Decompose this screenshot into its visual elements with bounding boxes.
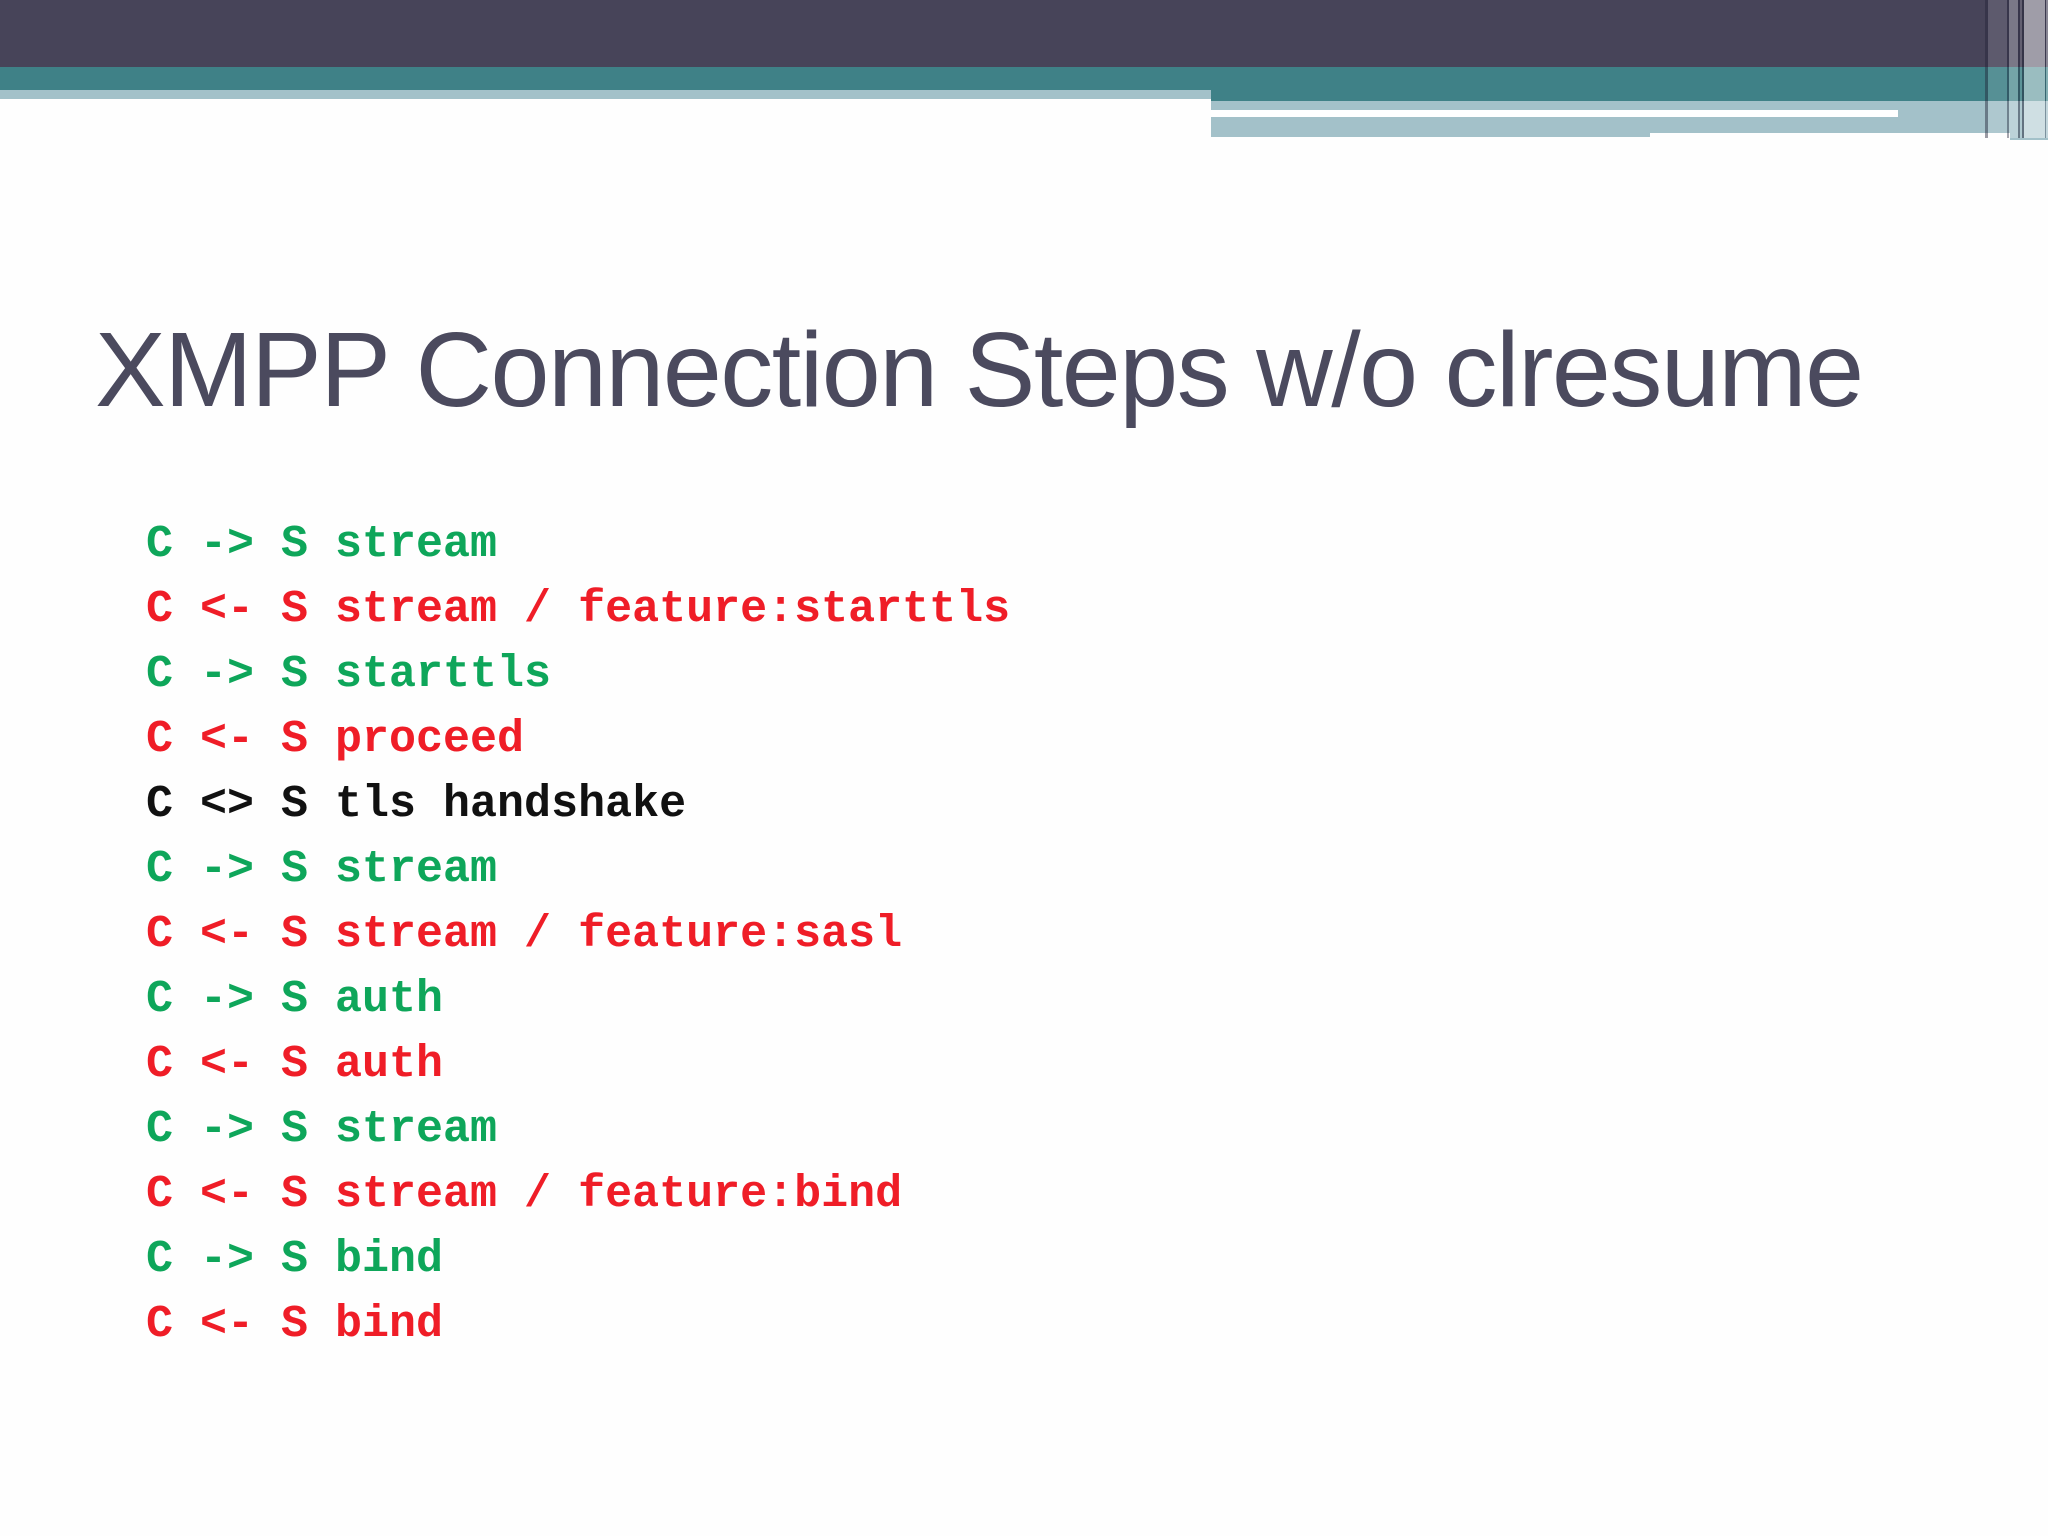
corner-light-band — [1211, 101, 2048, 133]
header-light-strip — [0, 90, 1211, 99]
code-line-server-to-client: C <- S stream / feature:bind — [146, 1169, 903, 1220]
code-line-bidirectional: C <> S tls handshake — [146, 779, 687, 830]
corner-teal-extension — [1211, 67, 2048, 101]
header-dark-bar — [0, 0, 2048, 67]
code-line-client-to-server: C -> S stream — [146, 1104, 498, 1155]
code-line-client-to-server: C -> S stream — [146, 844, 498, 895]
code-line-client-to-server: C -> S stream — [146, 519, 498, 570]
code-line-server-to-client: C <- S stream / feature:sasl — [146, 909, 903, 960]
page-edge-stripes — [1985, 0, 2048, 138]
edge-stripe — [2018, 0, 2020, 138]
edge-stripe — [2046, 0, 2048, 138]
edge-stripe — [1985, 0, 1988, 138]
edge-stripe — [2020, 0, 2022, 138]
code-line-server-to-client: C <- S stream / feature:starttls — [146, 584, 1011, 635]
code-line-client-to-server: C -> S starttls — [146, 649, 552, 700]
corner-light-step-right — [2010, 133, 2048, 140]
code-line-client-to-server: C -> S bind — [146, 1234, 444, 1285]
corner-white-line — [1211, 110, 1898, 117]
code-block: C -> S stream C <- S stream / feature:sta… — [146, 512, 1010, 1357]
slide-title: XMPP Connection Steps w/o clresume — [95, 311, 1864, 429]
code-line-server-to-client: C <- S bind — [146, 1299, 444, 1350]
corner-light-step — [1211, 133, 1650, 137]
code-line-client-to-server: C -> S auth — [146, 974, 444, 1025]
edge-stripe — [2009, 0, 2018, 138]
edge-stripe — [2007, 0, 2009, 138]
edge-stripe — [2024, 0, 2045, 138]
edge-stripe — [1988, 0, 2007, 138]
edge-stripe — [2022, 0, 2024, 138]
code-line-server-to-client: C <- S proceed — [146, 714, 525, 765]
edge-stripe — [2045, 0, 2046, 138]
code-line-server-to-client: C <- S auth — [146, 1039, 444, 1090]
